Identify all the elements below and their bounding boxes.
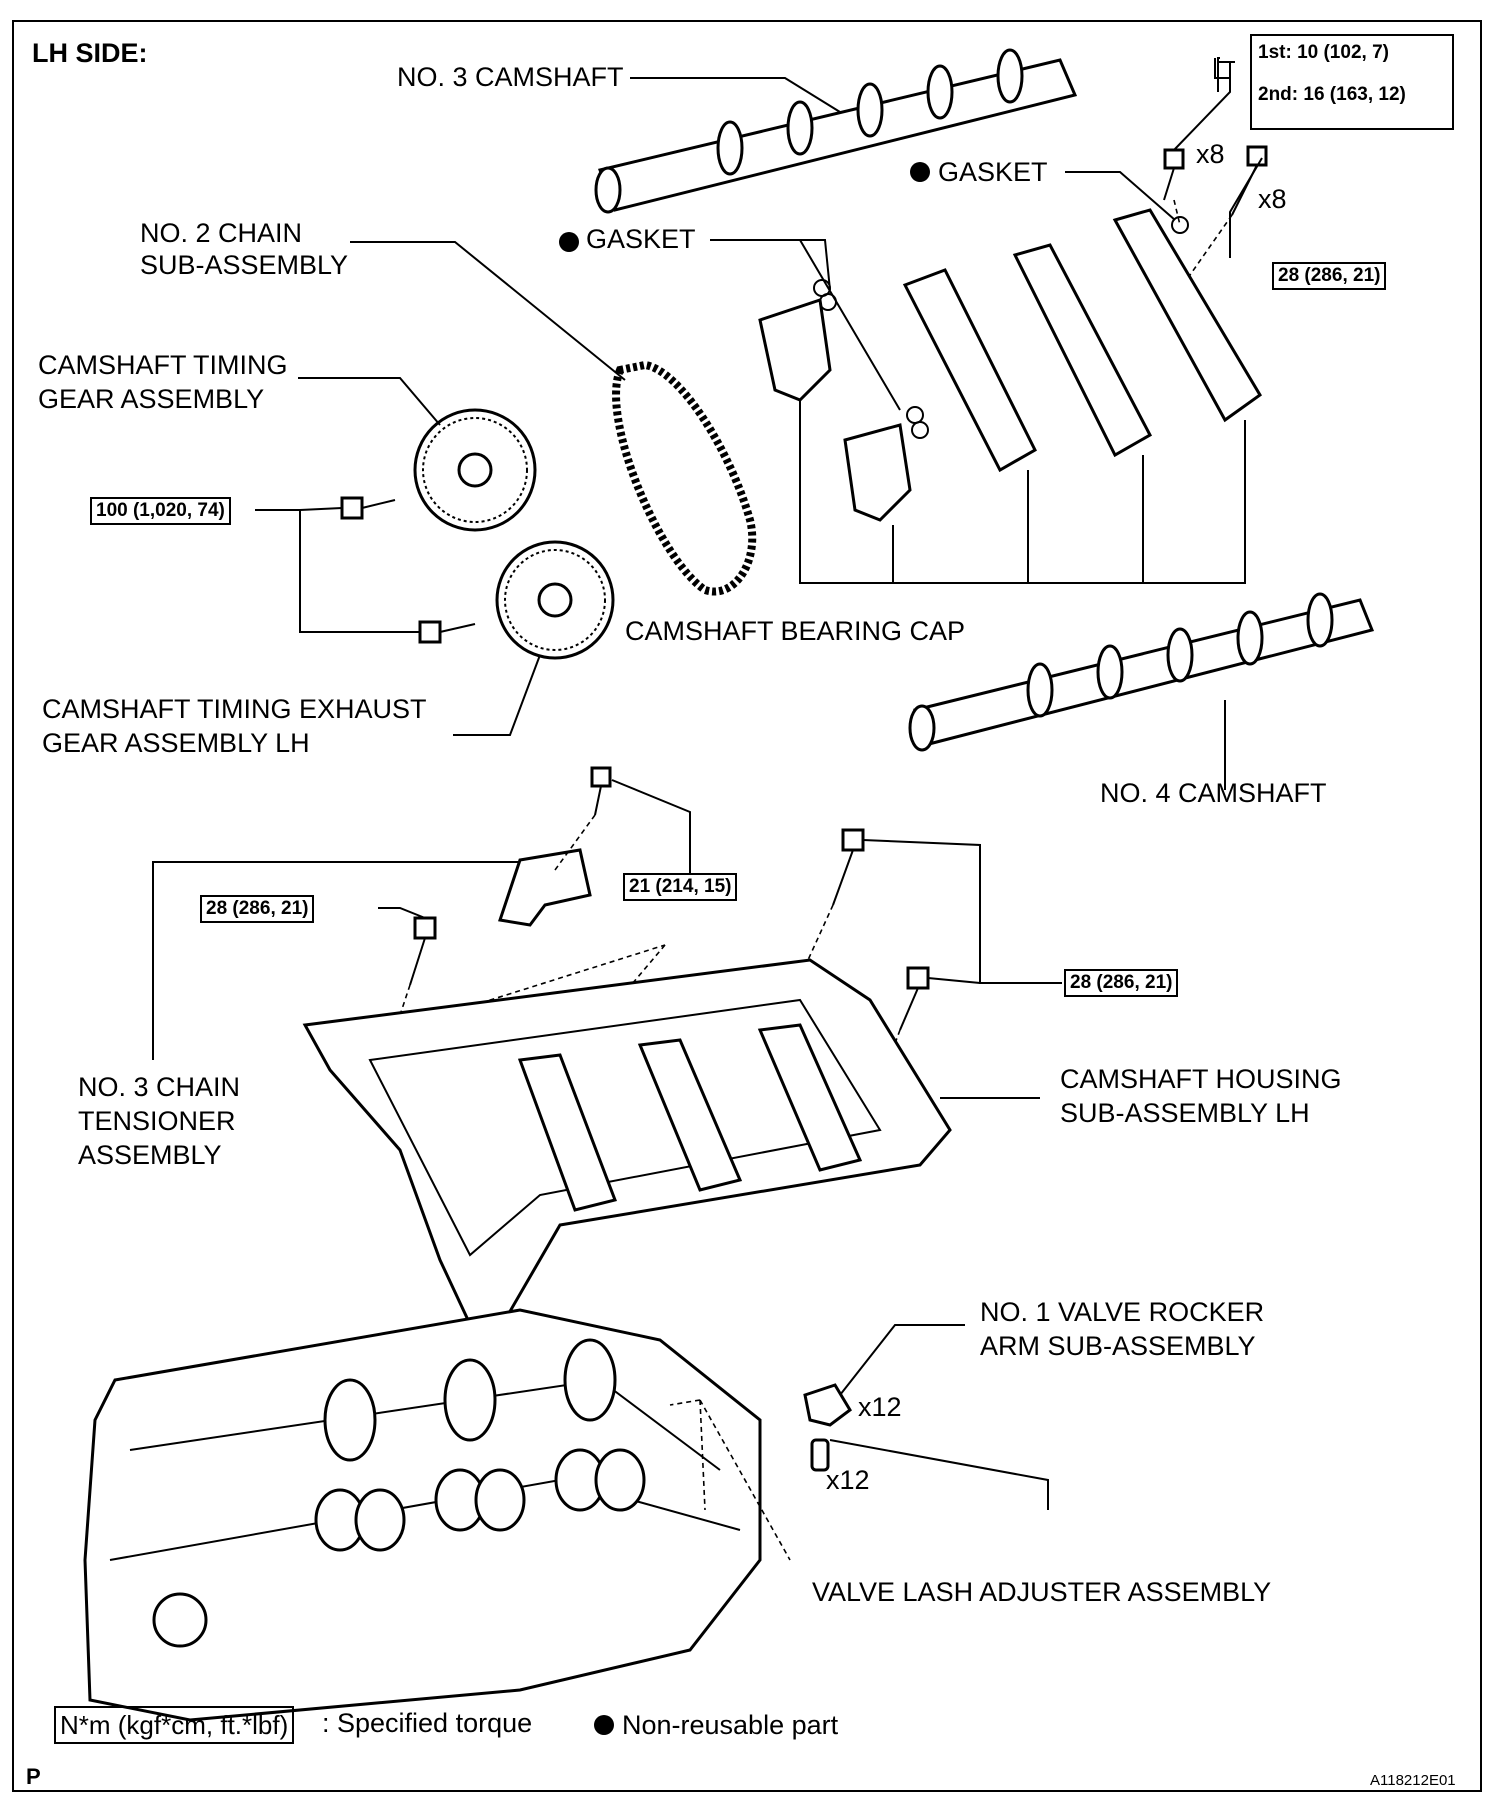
label-rocker-2: ARM SUB-ASSEMBLY bbox=[980, 1331, 1256, 1361]
label-no2-chain-1: NO. 2 CHAIN bbox=[140, 218, 303, 248]
no3-camshaft bbox=[594, 48, 1078, 214]
qty-bolt-a: x8 bbox=[1196, 139, 1225, 169]
torque-second-step: 2nd: 16 (163, 12) bbox=[1258, 84, 1406, 105]
bearing-caps bbox=[758, 208, 1262, 522]
torque-gear-bolt: 100 (1,020, 74) bbox=[90, 497, 231, 525]
torque-first-step: 1st: 10 (102, 7) bbox=[1258, 42, 1389, 63]
valve-rocker-arm bbox=[803, 1383, 852, 1427]
no2-chain bbox=[612, 360, 757, 596]
torque-tensioner-bolt: 21 (214, 15) bbox=[623, 873, 738, 901]
figure-code: A118212E01 bbox=[1370, 1772, 1456, 1789]
camshaft-housing-lh bbox=[302, 958, 952, 1338]
label-gasket-left: GASKET bbox=[586, 224, 696, 254]
leader-lines bbox=[152, 57, 1263, 1510]
label-housing-1: CAMSHAFT HOUSING bbox=[1060, 1064, 1342, 1094]
page-mark: P bbox=[26, 1764, 41, 1789]
label-gasket-right: GASKET bbox=[938, 157, 1048, 187]
gear-bolt-upper bbox=[340, 496, 396, 520]
legend-torque-desc: : Specified torque bbox=[322, 1708, 533, 1738]
label-lash-adjuster: VALVE LASH ADJUSTER ASSEMBLY bbox=[812, 1577, 1272, 1607]
gear-bolt-lower bbox=[418, 620, 476, 644]
diagram-frame bbox=[12, 20, 1482, 1792]
label-exhaust-gear-2: GEAR ASSEMBLY LH bbox=[42, 728, 310, 758]
label-no4-camshaft: NO. 4 CAMSHAFT bbox=[1100, 778, 1327, 808]
qty-bolt-b: x8 bbox=[1258, 184, 1287, 214]
label-timing-gear-1: CAMSHAFT TIMING bbox=[38, 350, 288, 380]
torque-two-step-box: 1st: 10 (102, 7) 2nd: 16 (163, 12) bbox=[1250, 34, 1454, 130]
label-rocker-1: NO. 1 VALVE ROCKER bbox=[980, 1297, 1265, 1327]
label-housing-2: SUB-ASSEMBLY LH bbox=[1060, 1098, 1310, 1128]
torque-housing-left: 28 (286, 21) bbox=[200, 895, 315, 923]
label-no3-camshaft: NO. 3 CAMSHAFT bbox=[397, 62, 624, 92]
qty-rocker: x12 bbox=[858, 1392, 902, 1422]
torque-cap-bolt: 28 (286, 21) bbox=[1272, 262, 1387, 290]
label-tensioner-2: TENSIONER bbox=[78, 1106, 236, 1136]
no3-chain-tensioner bbox=[498, 766, 612, 927]
nonreusable-dot-left bbox=[559, 232, 579, 252]
qty-lash: x12 bbox=[826, 1465, 870, 1495]
label-tensioner-1: NO. 3 CHAIN bbox=[78, 1072, 241, 1102]
label-timing-gear-2: GEAR ASSEMBLY bbox=[38, 384, 265, 414]
torque-housing-right: 28 (286, 21) bbox=[1064, 969, 1179, 997]
label-tensioner-3: ASSEMBLY bbox=[78, 1140, 222, 1170]
side-title: LH SIDE: bbox=[32, 38, 148, 68]
label-exhaust-gear-1: CAMSHAFT TIMING EXHAUST bbox=[42, 694, 427, 724]
no4-camshaft bbox=[908, 592, 1375, 752]
camshaft-timing-exhaust-gear bbox=[495, 540, 615, 660]
label-bearing-cap: CAMSHAFT BEARING CAP bbox=[625, 616, 966, 646]
legend-nonreusable-dot bbox=[594, 1715, 614, 1735]
nonreusable-dot-right bbox=[910, 162, 930, 182]
legend-nonreusable-text: Non-reusable part bbox=[622, 1710, 839, 1740]
legend-torque-sample: N*m (kgf*cm, ft.*lbf) bbox=[54, 1706, 295, 1744]
valve-lash-adjuster bbox=[810, 1438, 830, 1472]
camshaft-timing-gear bbox=[413, 408, 537, 532]
cylinder-head bbox=[83, 1308, 762, 1722]
label-no2-chain-2: SUB-ASSEMBLY bbox=[140, 250, 349, 280]
